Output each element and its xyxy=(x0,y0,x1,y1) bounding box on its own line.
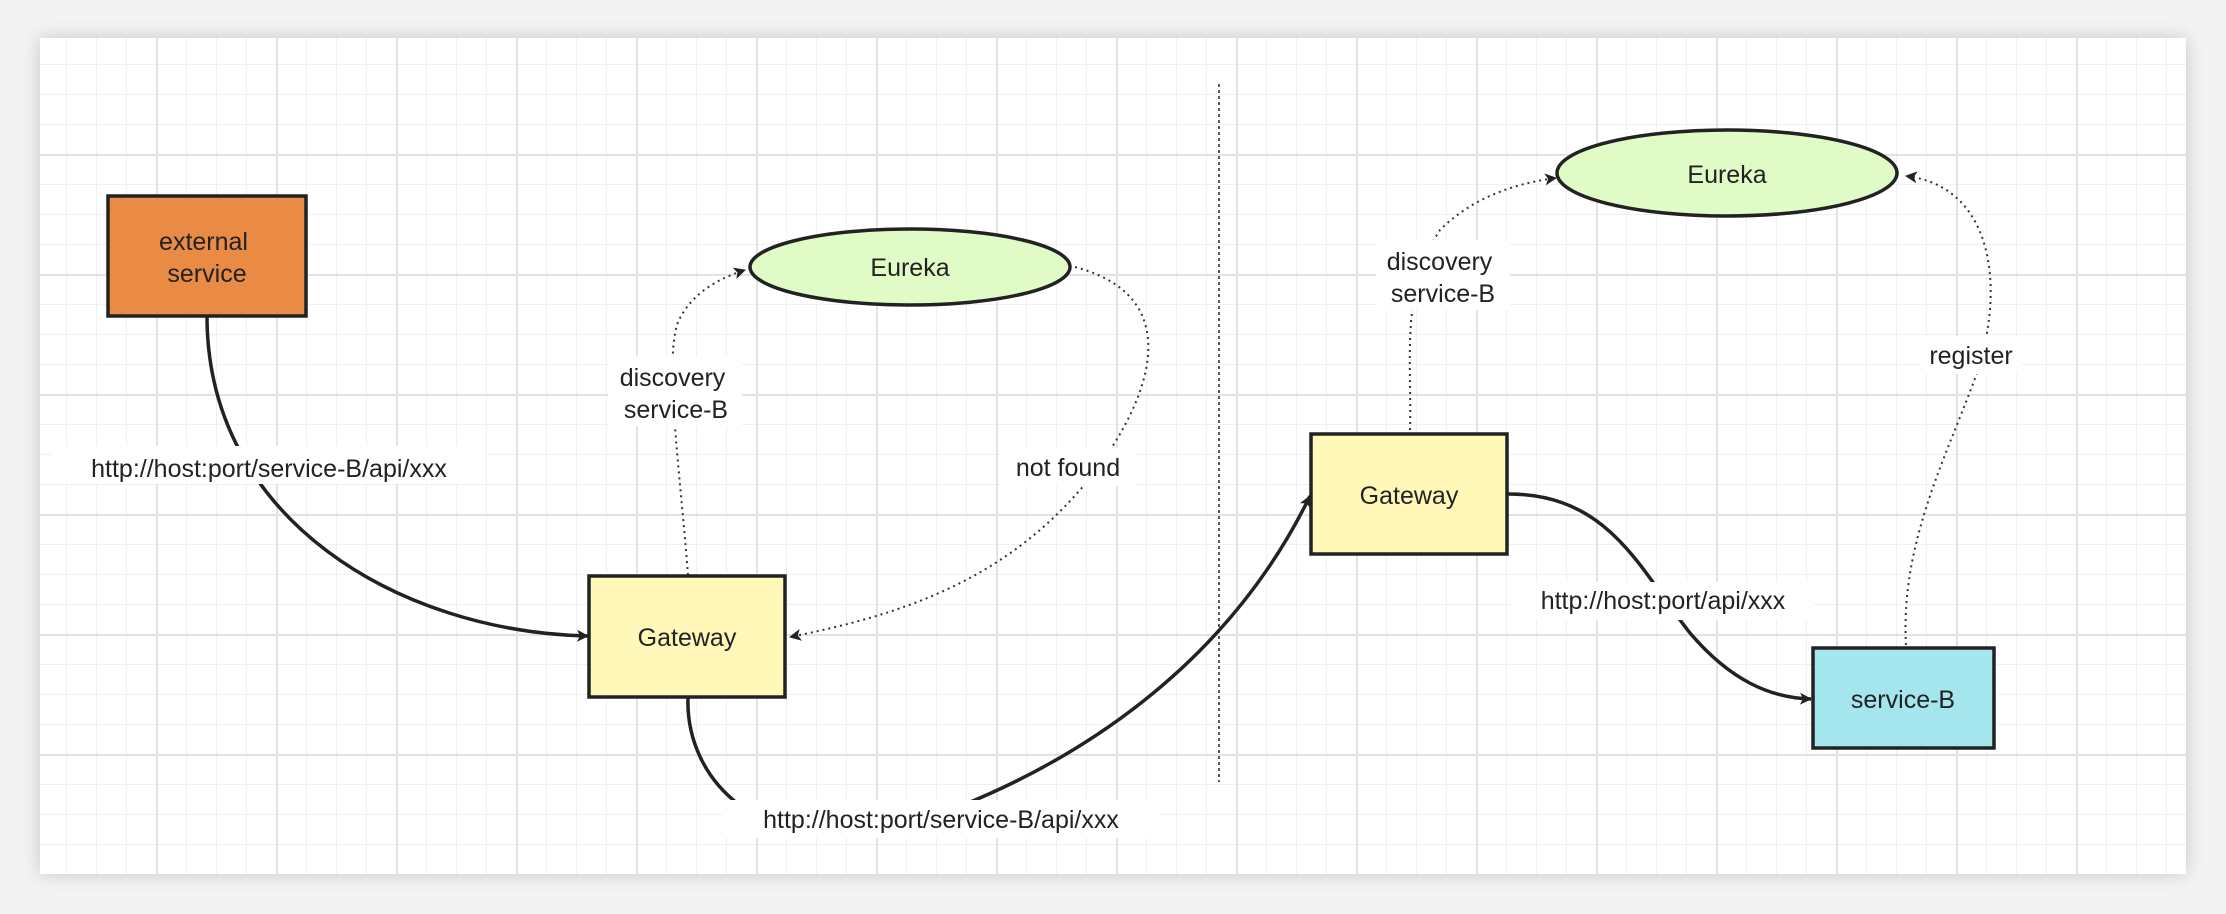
left-discovery-line2: service-B xyxy=(624,396,728,424)
edge-right-gateway-discovery xyxy=(1408,173,1557,431)
label-right-discovery: discovery service-B xyxy=(1376,240,1510,310)
svg-text:external service: external service xyxy=(159,228,255,288)
node-gateway-right[interactable]: Gateway xyxy=(1309,432,1509,556)
edge-gateway-discovery xyxy=(671,267,746,576)
node-gateway-left[interactable]: Gateway xyxy=(587,574,787,699)
edge-eureka-not-found xyxy=(789,266,1150,641)
svg-text:discovery service-B: discovery service-B xyxy=(1387,248,1500,308)
left-not-found-text: not found xyxy=(1016,454,1120,482)
register-text: register xyxy=(1929,342,2012,370)
gateway-left-label: Gateway xyxy=(638,624,737,652)
label-left-discovery: discovery service-B xyxy=(608,356,742,426)
edge-gateway-to-service-b xyxy=(1507,492,1812,705)
label-left-not-found: not found xyxy=(1001,448,1135,486)
node-external-service[interactable]: external service xyxy=(106,194,308,318)
svg-text:discovery service-B: discovery service-B xyxy=(620,364,733,424)
label-left-forward: http://host:port/service-B/api/xxx xyxy=(722,800,1160,838)
label-left-request: http://host:port/service-B/api/xxx xyxy=(52,446,486,484)
edge-register xyxy=(1904,171,1992,646)
left-forward-text: http://host:port/service-B/api/xxx xyxy=(763,806,1119,834)
node-eureka-right[interactable]: Eureka xyxy=(1555,128,1899,218)
right-request-text: http://host:port/api/xxx xyxy=(1541,587,1786,615)
label-register: register xyxy=(1920,336,2022,374)
label-right-request: http://host:port/api/xxx xyxy=(1512,582,1814,620)
node-eureka-left[interactable]: Eureka xyxy=(748,227,1072,307)
right-discovery-line2: service-B xyxy=(1391,280,1495,308)
service-b-label: service-B xyxy=(1851,686,1955,714)
external-service-line1: external xyxy=(159,228,248,256)
left-request-text: http://host:port/service-B/api/xxx xyxy=(91,455,447,483)
left-discovery-line1: discovery xyxy=(620,364,726,392)
eureka-right-label: Eureka xyxy=(1687,161,1766,189)
eureka-left-label: Eureka xyxy=(870,254,949,282)
gateway-right-label: Gateway xyxy=(1360,482,1459,510)
node-service-b[interactable]: service-B xyxy=(1811,646,1996,750)
right-discovery-line1: discovery xyxy=(1387,248,1493,276)
edge-external-to-gateway xyxy=(205,315,589,642)
external-service-line2: service xyxy=(167,260,246,288)
